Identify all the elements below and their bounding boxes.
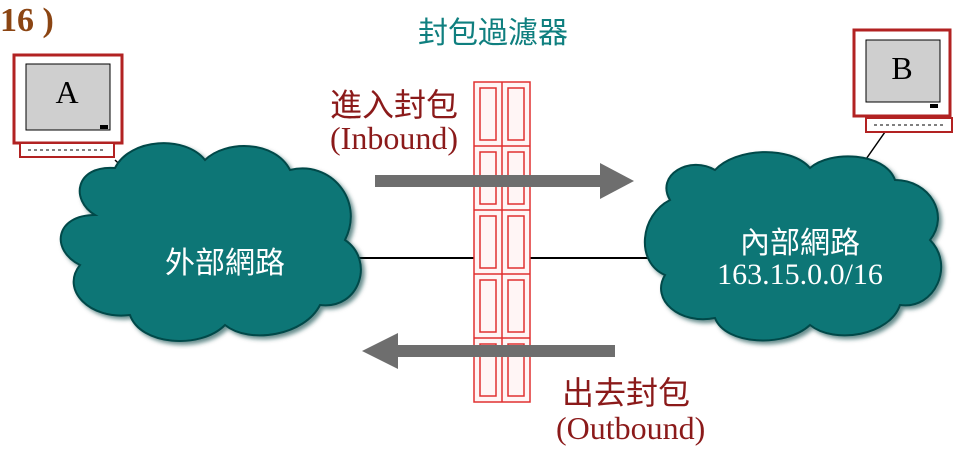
page-title-fragment: 16 ) [0,2,54,39]
inbound-arrow [375,163,634,199]
internal-network-label: 內部網路 [740,226,860,261]
external-network-label: 外部網路 [165,246,285,281]
inbound-label: 進入封包 [330,86,459,124]
external-network-cloud [59,142,362,342]
internal-network-cloud [643,151,943,342]
computer-b [852,28,953,133]
outbound-label: 出去封包 [562,374,691,412]
computer-a-label: A [55,74,79,110]
computer-a [12,53,124,158]
inbound-label-en: (Inbound) [330,120,458,156]
outbound-arrow [362,333,615,369]
filter-label: 封包過濾器 [418,16,568,51]
internal-network-address: 163.15.0.0/16 [717,258,883,291]
computer-b-label: B [891,50,913,86]
outbound-label-en: (Outbound) [556,410,706,446]
